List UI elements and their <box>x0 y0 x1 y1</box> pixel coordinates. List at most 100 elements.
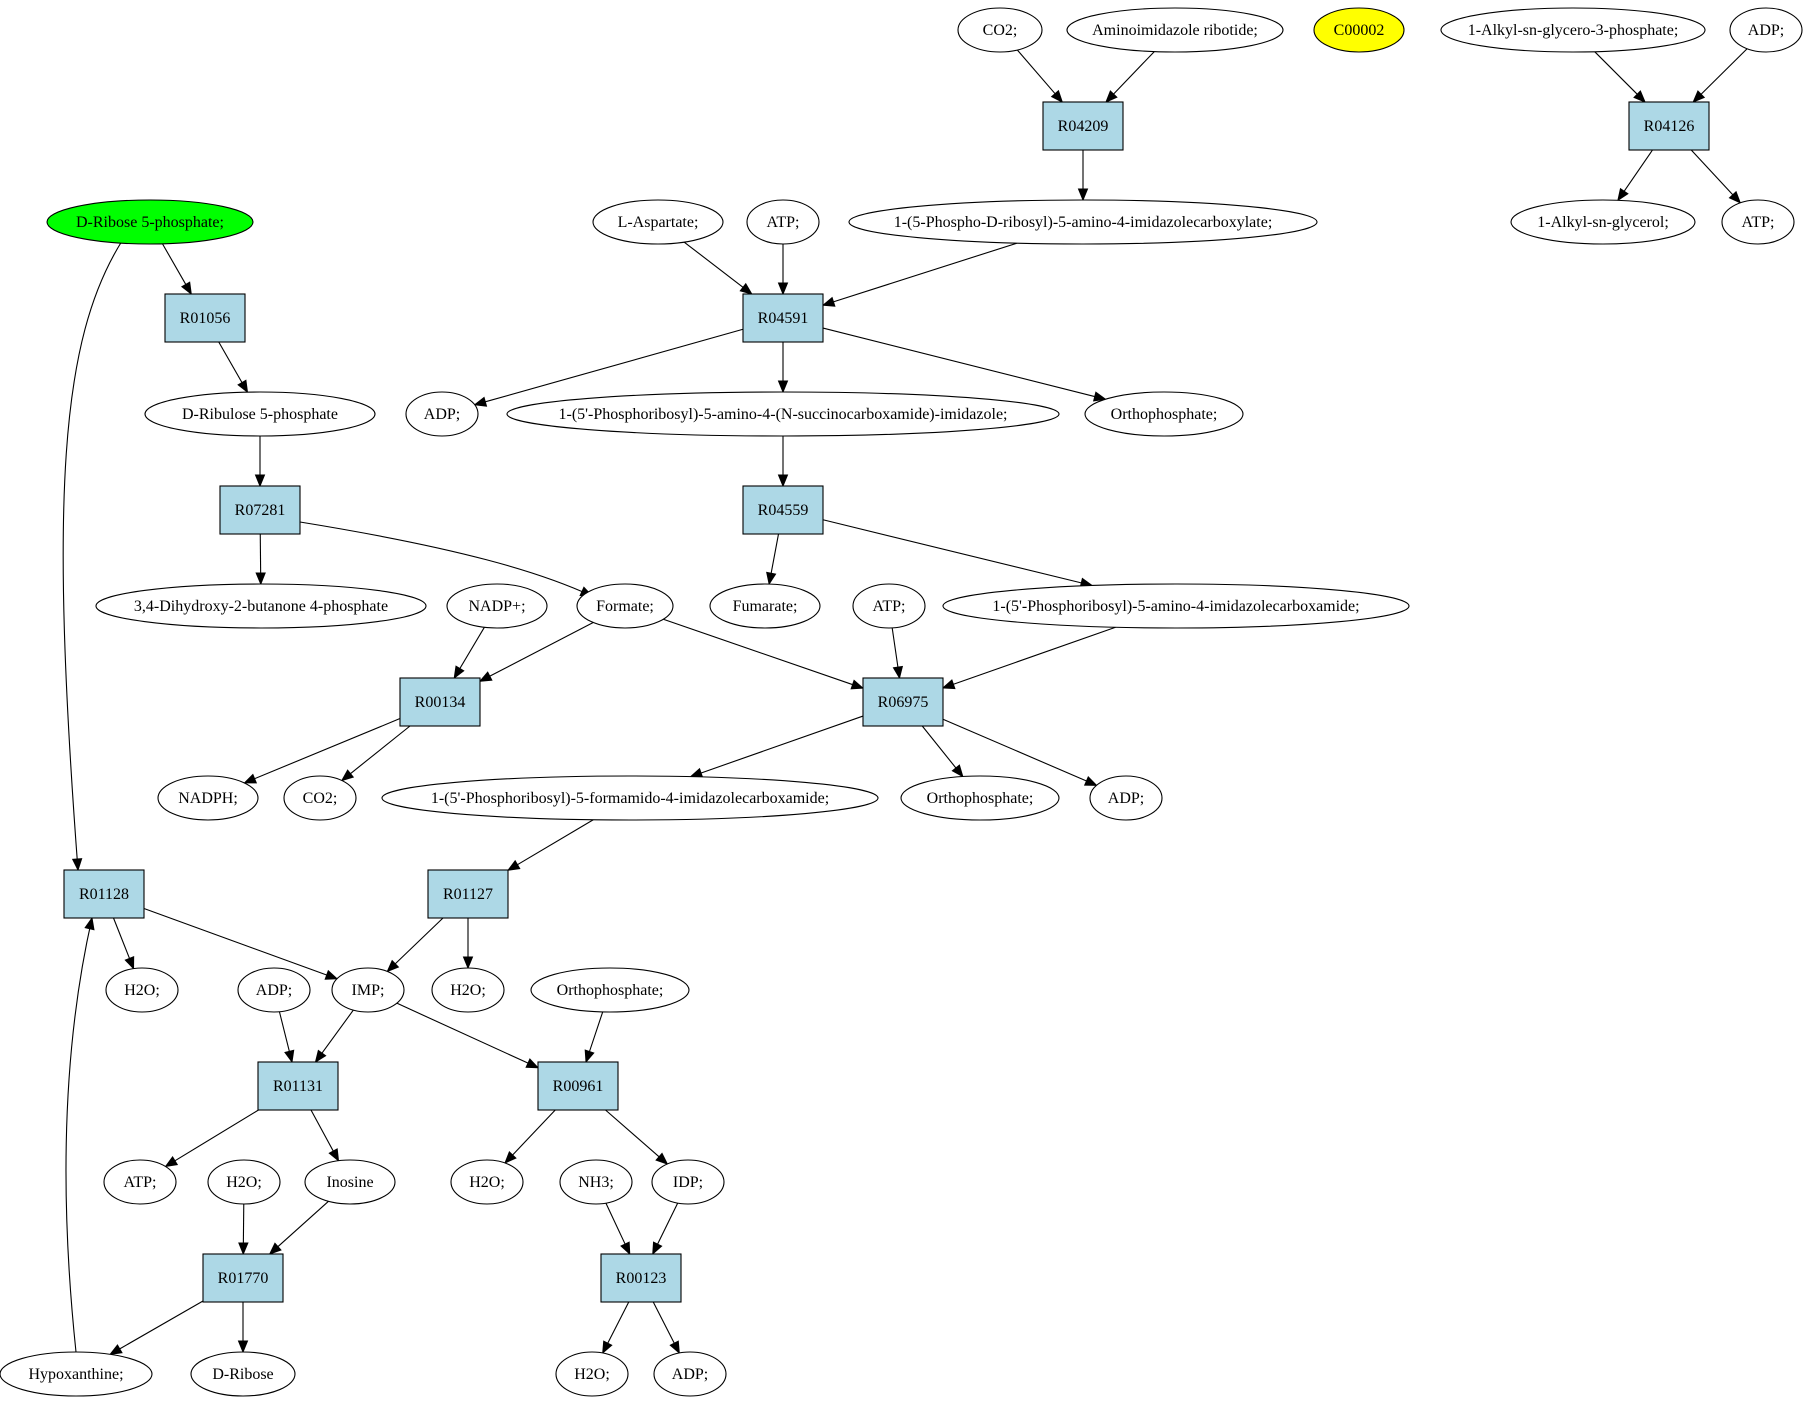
compound-node-laspartate[interactable]: L-Aspartate; <box>592 199 724 245</box>
edge-adp_c-to-r01131 <box>278 1011 291 1053</box>
reaction-node-r06975[interactable]: R06975 <box>862 677 944 727</box>
edge-formate-to-r00134-arrowhead <box>478 671 493 682</box>
compound-ellipse <box>653 1351 727 1397</box>
reaction-node-r01131[interactable]: R01131 <box>257 1061 339 1111</box>
reaction-box <box>399 677 481 727</box>
compound-node-imp[interactable]: IMP; <box>331 967 405 1013</box>
edge-r01131-to-inosine-arrowhead <box>328 1148 340 1162</box>
compound-ellipse <box>446 583 548 629</box>
reaction-node-r01770[interactable]: R01770 <box>202 1253 284 1303</box>
edge-r04591-to-saicar-arrowhead <box>777 380 789 394</box>
compound-node-inosine[interactable]: Inosine <box>304 1159 396 1205</box>
compound-node-idp[interactable]: IDP; <box>651 1159 725 1205</box>
edge-r04591-to-pi_a-arrowhead <box>1092 391 1107 402</box>
node-label: NADP+; <box>468 598 525 615</box>
edge-r06975-to-adp_b <box>942 718 1088 782</box>
edge-r01770-to-hypoxanthine-arrowhead <box>109 1344 123 1356</box>
compound-node-c00002[interactable]: C00002 <box>1313 7 1405 53</box>
node-label: R00961 <box>553 1078 604 1095</box>
compound-node-hypoxanthine[interactable]: Hypoxanthine; <box>0 1351 153 1397</box>
reaction-box <box>427 869 509 919</box>
compound-node-adp_c[interactable]: ADP; <box>237 967 311 1013</box>
compound-ellipse <box>555 1351 629 1397</box>
edge-r01127-to-imp-arrowhead <box>386 959 400 973</box>
edge-atp_b-to-r06975 <box>891 627 899 669</box>
compound-node-h2o_b[interactable]: H2O; <box>431 967 505 1013</box>
reaction-node-r01056[interactable]: R01056 <box>164 293 246 343</box>
compound-node-pi_c[interactable]: Orthophosphate; <box>530 967 690 1013</box>
edge-r06975-to-faicar-arrowhead <box>689 767 704 778</box>
compound-node-adp_a[interactable]: ADP; <box>405 391 479 437</box>
reaction-node-r00123[interactable]: R00123 <box>600 1253 682 1303</box>
reaction-node-r04209[interactable]: R04209 <box>1042 101 1124 151</box>
edge-faicar-to-r01127-arrowhead <box>506 859 521 871</box>
compound-ellipse <box>957 7 1043 53</box>
compound-ellipse <box>105 967 179 1013</box>
compound-ellipse <box>1729 7 1803 53</box>
compound-node-dru5p[interactable]: D-Ribulose 5-phosphate <box>144 391 376 437</box>
compound-node-dribose[interactable]: D-Ribose <box>190 1351 296 1397</box>
edge-r01128-to-imp-arrowhead <box>324 969 339 980</box>
compound-node-formate[interactable]: Formate; <box>576 583 674 629</box>
edge-r04559-to-fumarate <box>770 533 780 575</box>
reaction-node-r01128[interactable]: R01128 <box>63 869 145 919</box>
reaction-node-r04591[interactable]: R04591 <box>742 293 824 343</box>
edge-inosine-to-r01770 <box>276 1200 329 1248</box>
compound-ellipse <box>651 1159 725 1205</box>
node-label: ATP; <box>767 214 800 231</box>
compound-ellipse <box>405 391 479 437</box>
compound-node-dhbp[interactable]: 3,4-Dihydroxy-2-butanone 4-phosphate <box>95 583 427 629</box>
compound-node-nadp[interactable]: NADP+; <box>446 583 548 629</box>
node-label: R00134 <box>415 694 466 711</box>
edge-aicar-to-r06975-arrowhead <box>941 679 956 690</box>
compound-node-h2o_d[interactable]: H2O; <box>450 1159 524 1205</box>
compound-node-dr5p[interactable]: D-Ribose 5-phosphate; <box>46 199 254 245</box>
compound-node-saicar[interactable]: 1-(5'-Phosphoribosyl)-5-amino-4-(N-succi… <box>506 391 1060 437</box>
compound-node-alkylglycerol[interactable]: 1-Alkyl-sn-glycerol; <box>1510 199 1696 245</box>
compound-node-adp_tr[interactable]: ADP; <box>1729 7 1803 53</box>
compound-node-nadph[interactable]: NADPH; <box>157 775 259 821</box>
edge-r04126-to-atp_tr-arrowhead <box>1728 190 1742 204</box>
compound-node-atp_c[interactable]: ATP; <box>103 1159 177 1205</box>
edge-atp_b-to-r06975-arrowhead <box>892 665 904 680</box>
compound-node-adp_d[interactable]: ADP; <box>653 1351 727 1397</box>
edge-hypoxanthine-to-r01128-arrowhead <box>84 916 95 931</box>
node-label: R04591 <box>758 310 809 327</box>
compound-node-nh3[interactable]: NH3; <box>559 1159 633 1205</box>
edge-r04559-to-aicar <box>822 519 1083 584</box>
node-label: H2O; <box>450 982 486 999</box>
compound-ellipse <box>848 199 1318 245</box>
compound-node-co2_b[interactable]: CO2; <box>283 775 357 821</box>
compound-node-alkylg3p[interactable]: 1-Alkyl-sn-glycero-3-phosphate; <box>1440 7 1706 53</box>
edge-r06975-to-adp_b-arrowhead <box>1083 775 1098 786</box>
edge-r01131-to-atp_c <box>173 1109 259 1162</box>
edge-r01770-to-dribose-arrowhead <box>237 1340 249 1354</box>
reaction-node-r04126[interactable]: R04126 <box>1628 101 1710 151</box>
reaction-node-r00134[interactable]: R00134 <box>399 677 481 727</box>
compound-node-h2o_c[interactable]: H2O; <box>207 1159 281 1205</box>
compound-node-pi_b[interactable]: Orthophosphate; <box>900 775 1060 821</box>
edge-saicar-to-r04559-arrowhead <box>777 474 789 488</box>
reaction-node-r07281[interactable]: R07281 <box>219 485 301 535</box>
edge-dr5p-to-r01056-arrowhead <box>180 281 192 296</box>
reaction-box <box>63 869 145 919</box>
reaction-node-r04559[interactable]: R04559 <box>742 485 824 535</box>
compound-node-atp_tr[interactable]: ATP; <box>1721 199 1795 245</box>
compound-node-co2_top[interactable]: CO2; <box>957 7 1043 53</box>
compound-node-carboxylate[interactable]: 1-(5-Phospho-D-ribosyl)-5-amino-4-imidaz… <box>848 199 1318 245</box>
compound-node-h2o_e[interactable]: H2O; <box>555 1351 629 1397</box>
compound-node-faicar[interactable]: 1-(5'-Phosphoribosyl)-5-formamido-4-imid… <box>381 775 879 821</box>
compound-node-aicar[interactable]: 1-(5'-Phosphoribosyl)-5-amino-4-imidazol… <box>942 583 1410 629</box>
compound-node-h2o_a[interactable]: H2O; <box>105 967 179 1013</box>
compound-node-atp_b[interactable]: ATP; <box>852 583 926 629</box>
compound-node-fumarate[interactable]: Fumarate; <box>709 583 821 629</box>
compound-node-air[interactable]: Aminoimidazole ribotide; <box>1066 7 1284 53</box>
node-label: 1-Alkyl-sn-glycero-3-phosphate; <box>1468 22 1679 39</box>
node-label: ATP; <box>1742 214 1775 231</box>
reaction-node-r01127[interactable]: R01127 <box>427 869 509 919</box>
compound-node-adp_b[interactable]: ADP; <box>1089 775 1163 821</box>
compound-node-pi_a[interactable]: Orthophosphate; <box>1084 391 1244 437</box>
compound-node-atp_a[interactable]: ATP; <box>746 199 820 245</box>
reaction-node-r00961[interactable]: R00961 <box>537 1061 619 1111</box>
